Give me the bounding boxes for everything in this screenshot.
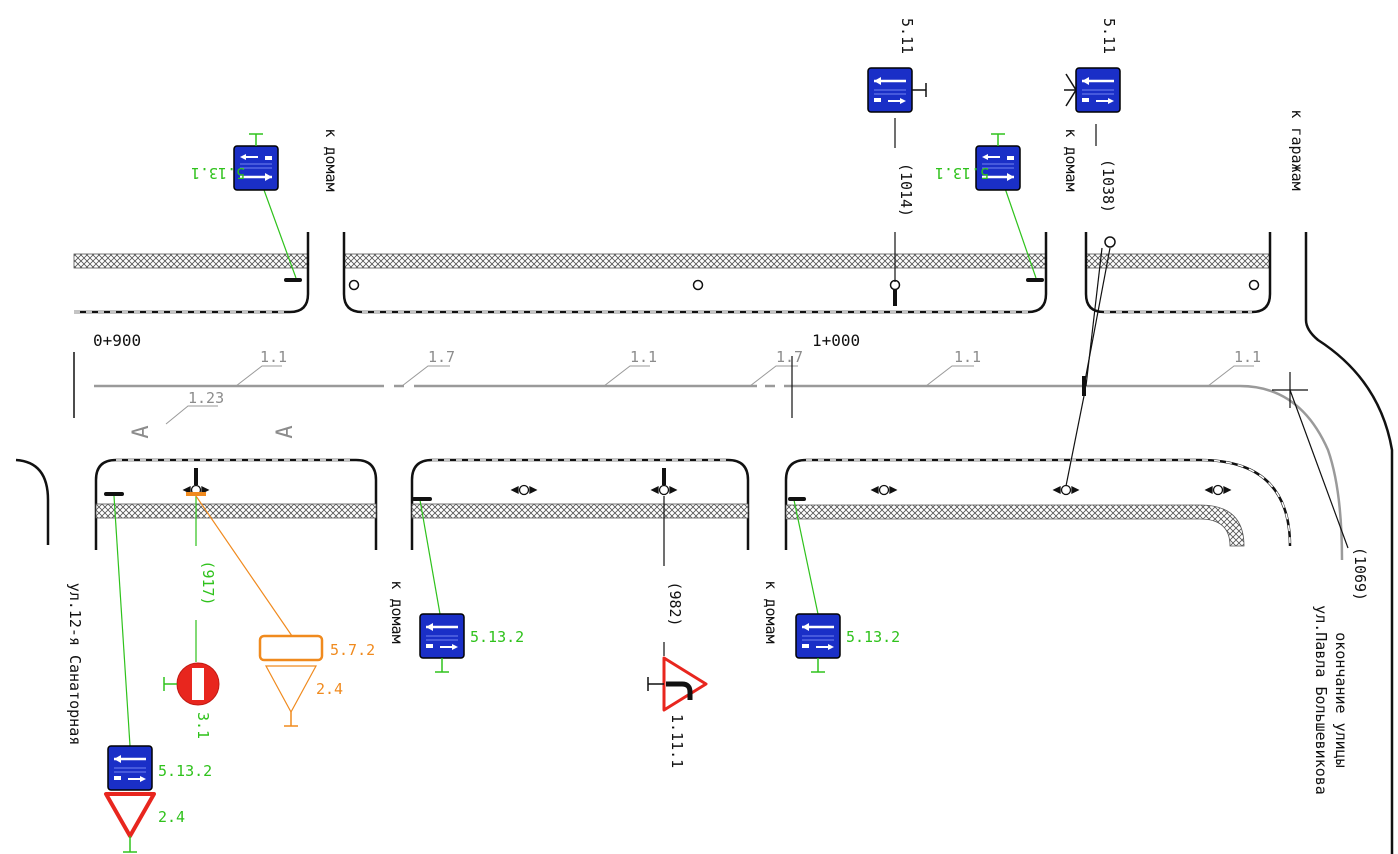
direction-label: к домам [762, 580, 780, 643]
support-stubs [104, 278, 1044, 501]
black-leaders [663, 118, 1349, 656]
street-name-right-line1: окончание улицы [1332, 632, 1350, 767]
bottom-roadside-block-1 [94, 458, 378, 550]
direction-label: к домам [388, 580, 406, 643]
sign-label: 2.4 [316, 680, 343, 698]
marking-label: 1.1 [1234, 348, 1261, 366]
sign-label: 5.13.2 [846, 628, 900, 646]
station-label-1000: 1+000 [812, 331, 860, 350]
sign-5-13-2-right [794, 612, 842, 660]
sign-post [811, 658, 825, 673]
sign-post-double [1064, 73, 1077, 107]
street-name-left: ул.12-я Санаторная [66, 583, 84, 746]
street-name-right-line2: ул.Павла Большевикова [1312, 605, 1330, 795]
sign-5-11-b [1074, 66, 1122, 114]
sign-5-13-2-mid [418, 612, 466, 660]
direction-label: к домам [322, 128, 340, 191]
top-roadside-block-2 [342, 232, 1048, 314]
right-curb [1304, 232, 1394, 854]
sign-5-11-a [866, 66, 914, 114]
sign-1-11-1-dangerous-curve [647, 656, 708, 712]
sign-label: 5.11 [1100, 18, 1118, 54]
sign-label: 5.13.2 [158, 762, 212, 780]
sign-5-13-2-bottom-left [106, 744, 154, 792]
marking-leaders [165, 365, 1254, 425]
sign-label: 5.7.2 [330, 641, 375, 659]
sign-post [912, 83, 927, 97]
sign-label: 5.13.1 [935, 164, 989, 182]
direction-label: к домам [1062, 128, 1080, 191]
left-curb [15, 458, 50, 545]
sign-post [249, 133, 263, 146]
bottom-roadside-block-2 [410, 458, 750, 550]
marking-label: 1.1 [260, 348, 287, 366]
marking-label: 1.7 [428, 348, 455, 366]
sign-label: 5.13.2 [470, 628, 524, 646]
marking-label: 1.7 [776, 348, 803, 366]
top-roadside-block-3 [1084, 232, 1272, 314]
sign-label: 5.11 [898, 18, 916, 54]
direction-label: к гаражам [1288, 109, 1306, 190]
picket-label: (1014) [897, 163, 915, 217]
lane-letter-a: A [273, 425, 298, 438]
picket-label: (1038) [1099, 159, 1117, 213]
bottom-lamp-posts [182, 484, 1232, 496]
picket-label: (1069) [1351, 547, 1369, 601]
top-lamp-posts [348, 236, 1260, 291]
sign-post [435, 658, 449, 673]
station-label-0900: 0+900 [93, 331, 141, 350]
bottom-roadside-block-3 [784, 458, 1292, 550]
picket-label: (982) [666, 581, 684, 626]
sign-label: 2.4 [158, 808, 185, 826]
lane-letter-a: A [129, 425, 154, 438]
sign-5-7-2-table [258, 634, 324, 727]
marking-label: 1.1 [954, 348, 981, 366]
sign-2-4-bottom-left [104, 792, 156, 853]
top-roadside-block-1 [73, 232, 310, 314]
sign-label: 3.1 [194, 712, 212, 739]
picket-label: (917) [199, 560, 217, 605]
orange-leader [195, 495, 293, 637]
center-markings [94, 384, 1344, 561]
sign-post [991, 133, 1005, 146]
sign-3-1-no-entry [163, 662, 220, 706]
marking-label: 1.23 [188, 389, 224, 407]
sign-label: 5.13.1 [191, 164, 245, 182]
marking-label: 1.1 [630, 348, 657, 366]
sign-label: 1.11.1 [668, 714, 686, 768]
